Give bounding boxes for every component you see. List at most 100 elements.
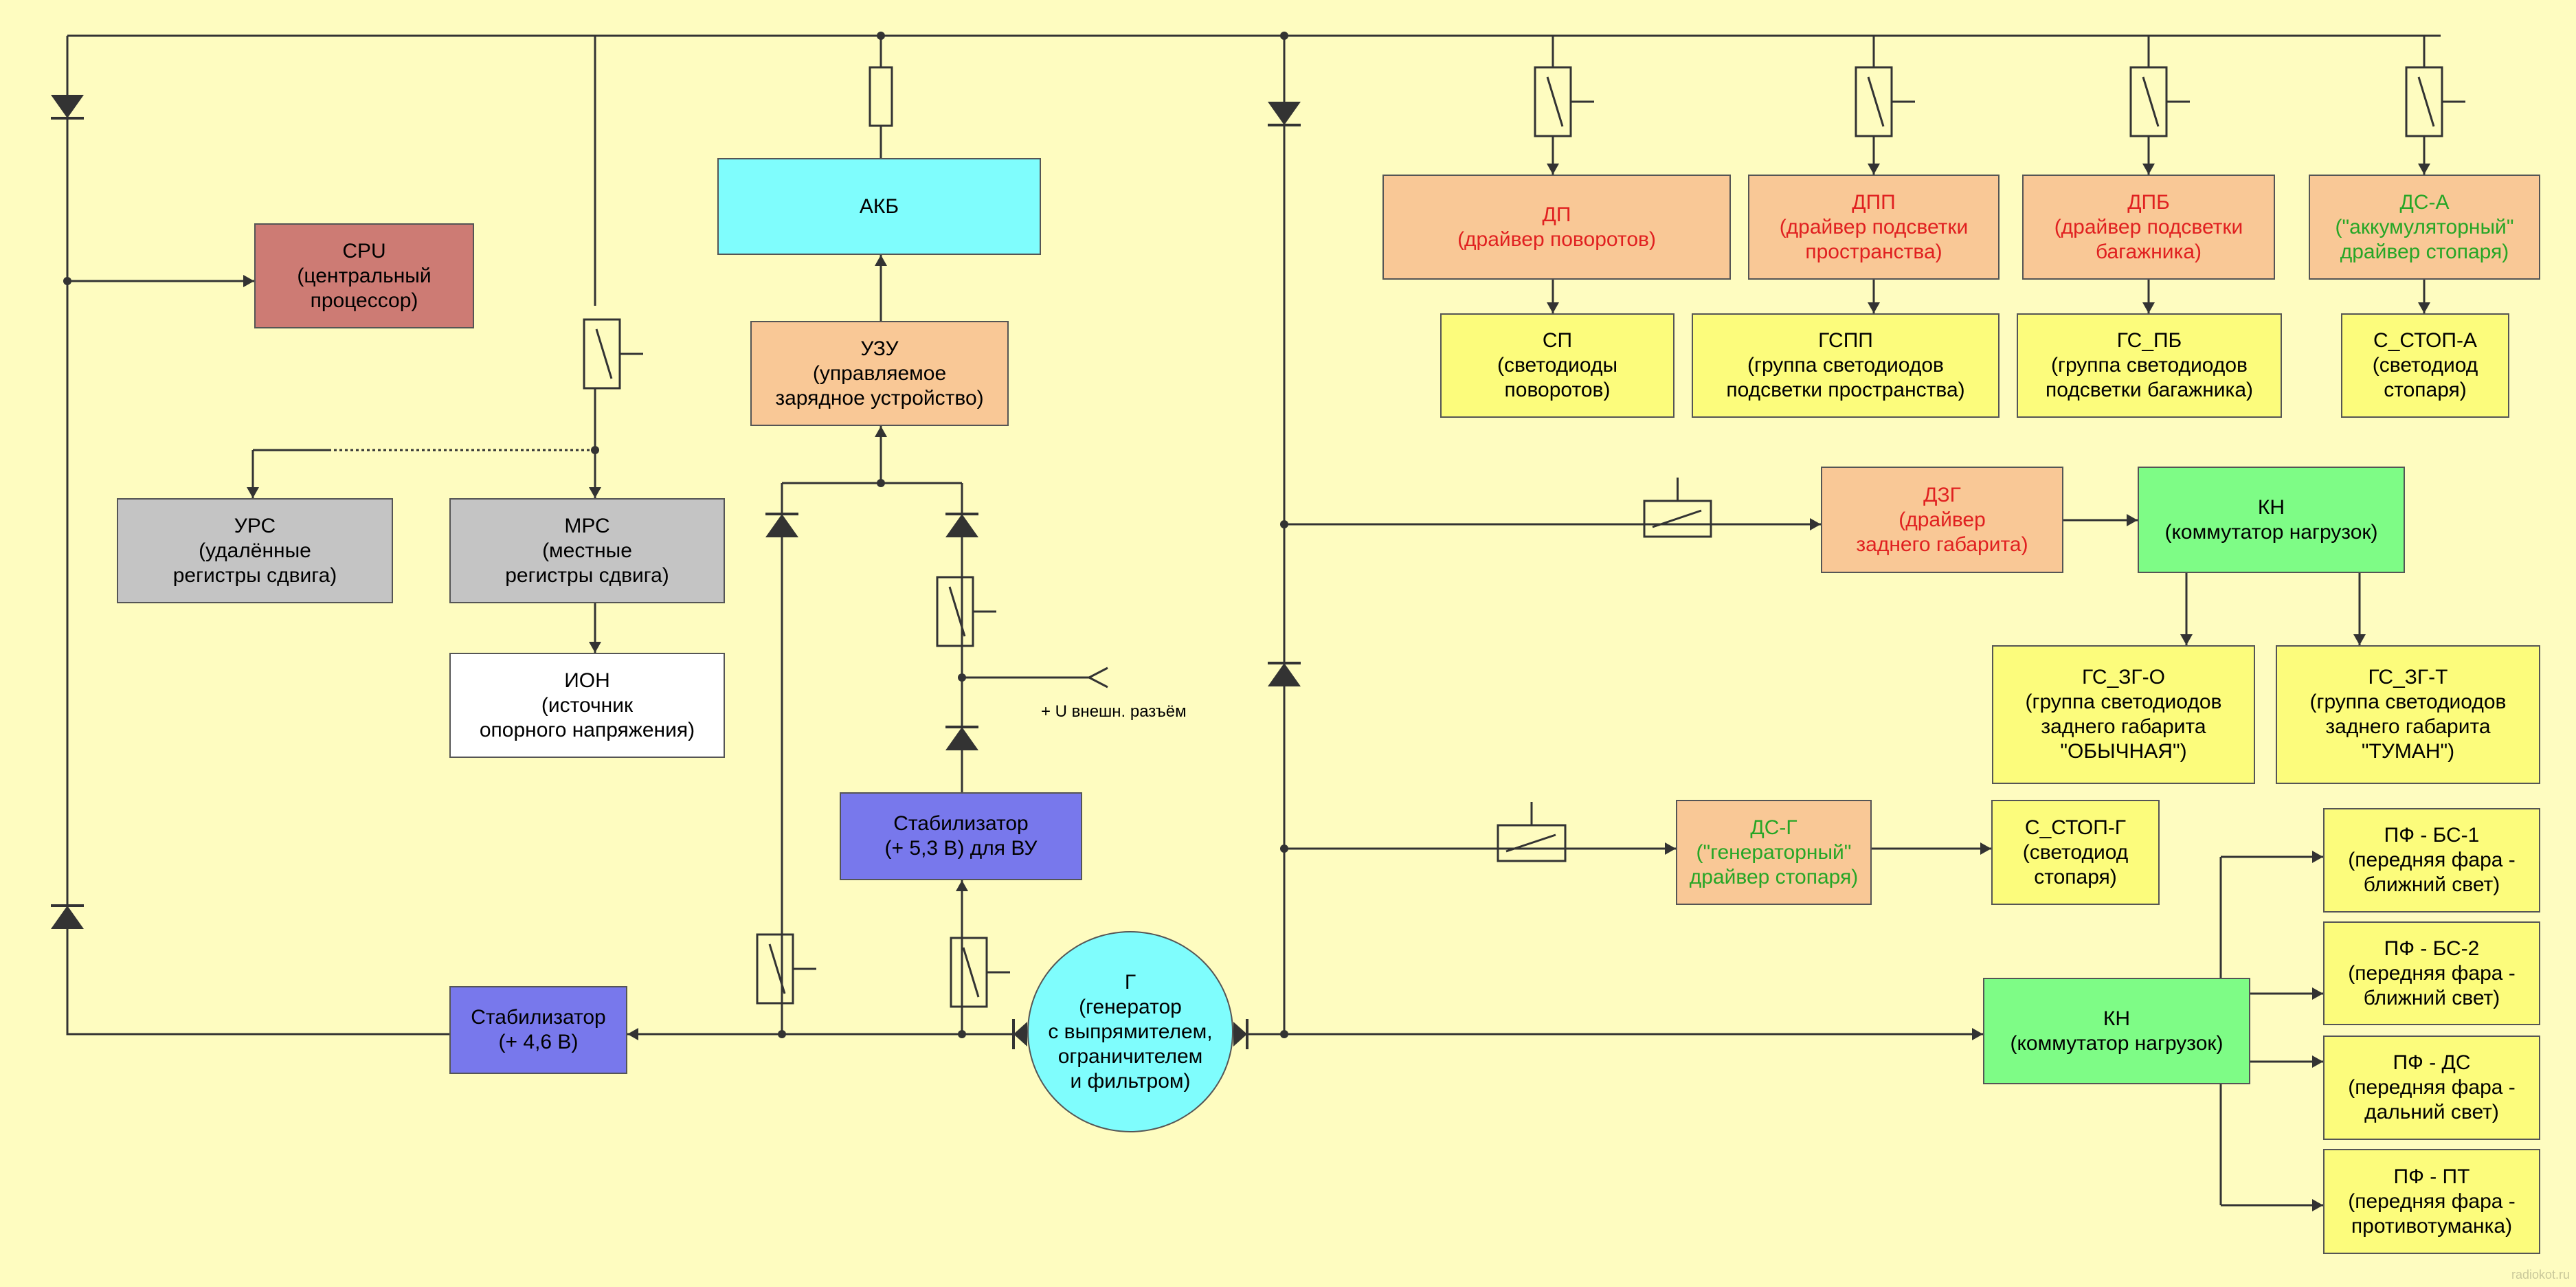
block-pfbs2-line: ПФ - БС-2 (2384, 937, 2480, 960)
block-dp: ДП(драйвер поворотов) (1382, 175, 1731, 280)
block-pfbs1-line: ПФ - БС-1 (2384, 824, 2480, 847)
block-gspb-line: ГС_ПБ (2116, 329, 2182, 352)
diode-icon (1013, 1022, 1027, 1047)
switch-icon (2129, 66, 2168, 137)
block-dpp-line: ДПП (1852, 190, 1896, 214)
block-stab53-line: (+ 5,3 В) для ВУ (884, 837, 1038, 860)
diode-icon (1268, 663, 1301, 686)
arrow-head (1810, 518, 1821, 530)
ext-connector-icon (1086, 667, 1108, 689)
block-kn1-line: (коммутатор нагрузок) (2164, 520, 2378, 544)
block-cpu-line: CPU (342, 239, 386, 262)
block-stab53: Стабилизатор(+ 5,3 В) для ВУ (840, 792, 1082, 880)
arrow-head (2127, 514, 2138, 526)
switch-contact (595, 328, 613, 379)
block-mrs-line: (местные (542, 539, 632, 562)
block-pfbs1-line: (передняя фара - (2348, 849, 2516, 871)
block-dsa-line: драйвер стопаря) (2340, 240, 2509, 263)
block-gspp-line: ГСПП (1818, 329, 1873, 352)
diode-icon (1233, 1022, 1247, 1047)
block-dpp-line: (драйвер подсветки (1779, 215, 1969, 238)
block-cpu-line: процессор) (310, 289, 418, 312)
block-gspb-line: (группа светодиодов (2051, 354, 2248, 377)
diode-icon (51, 906, 84, 929)
block-dsg-line: ("генераторный" (1696, 840, 1852, 864)
block-pfds: ПФ - ДС(передняя фара -дальний свет) (2323, 1036, 2540, 1140)
diode-icon (945, 727, 978, 750)
arrow-head (2312, 1199, 2323, 1211)
wire (66, 36, 449, 1036)
block-gspp-line: (группа светодиодов (1747, 354, 1944, 377)
block-pfpt-line: ПФ - ПТ (2393, 1165, 2470, 1188)
arrow-head (2180, 634, 2193, 645)
block-stab46-line: (+ 4,6 В) (498, 1031, 579, 1053)
diode-icon (945, 514, 978, 537)
block-sstopa-line: стопаря) (2384, 379, 2467, 401)
block-mrs-line: МРС (564, 514, 610, 537)
block-kn2-line: (коммутатор нагрузок) (2010, 1031, 2224, 1055)
block-dzg-line: заднего габарита) (1856, 533, 2028, 556)
junction-dot (778, 1030, 786, 1038)
block-sstopg-line: С_СТОП-Г (2024, 816, 2127, 839)
diode-icon (51, 95, 84, 118)
block-gspb-line: подсветки багажника) (2045, 379, 2254, 401)
block-dp-line: ДП (1542, 203, 1571, 226)
arrow-head (956, 880, 968, 891)
block-pfds-line: (передняя фара - (2348, 1076, 2516, 1099)
block-uzu-line: зарядное устройство) (775, 386, 984, 410)
switch-contact (2417, 76, 2435, 127)
block-uzu-line: (управляемое (812, 361, 947, 385)
arrow-head (247, 487, 259, 498)
arrow-head (875, 255, 887, 266)
block-dzg-line: ДЗГ (1923, 483, 1961, 506)
block-kn2: КН(коммутатор нагрузок) (1983, 978, 2250, 1084)
block-gen-line: с выпрямителем, (1048, 1020, 1213, 1043)
switch-contact (768, 943, 786, 994)
arrow-head (1868, 164, 1880, 175)
block-akb: АКБ (717, 158, 1041, 255)
ext-connector-label: + U внешн. разъём (1041, 702, 1187, 721)
switch-icon (1855, 66, 1893, 137)
block-pfpt: ПФ - ПТ(передняя фара -противотуманка) (2323, 1149, 2540, 1254)
block-gszgt-line: (группа светодиодов (2309, 691, 2507, 713)
block-gszgt-line: ГС_ЗГ-Т (2368, 666, 2448, 689)
block-gen-line: ограничителем (1057, 1044, 1203, 1068)
block-kn1-line: КН (2257, 495, 2285, 519)
block-dsg-line: ДС-Г (1750, 816, 1797, 839)
arrow-head (1980, 842, 1991, 855)
block-pfds-line: дальний свет) (2364, 1101, 2499, 1123)
arrow-head (1547, 164, 1559, 175)
arrow-head (2312, 987, 2323, 1000)
arrow-head (2418, 164, 2430, 175)
switch-icon (936, 576, 974, 647)
block-gen-line: и фильтром) (1070, 1069, 1191, 1093)
block-ion-line: ИОН (564, 669, 610, 692)
block-stab46-line: Стабилизатор (471, 1006, 606, 1029)
arrow-head (2353, 634, 2366, 645)
diode-icon (1268, 102, 1301, 125)
arrow-head (2142, 302, 2155, 313)
block-gszgo-line: заднего габарита (2041, 715, 2206, 738)
block-gszgt-line: заднего габарита (2325, 715, 2491, 738)
block-pfpt-line: (передняя фара - (2348, 1189, 2516, 1213)
block-gszgo-line: ГС_ЗГ-О (2082, 666, 2165, 689)
block-ion-line: (источник (541, 693, 634, 717)
switch-contact (962, 947, 980, 998)
block-cpu-line: (центральный (297, 264, 432, 287)
block-pfbs2-line: (передняя фара - (2348, 961, 2516, 985)
block-sstopg-line: стопаря) (2034, 865, 2117, 888)
block-urs-line: (удалённые (199, 539, 311, 562)
